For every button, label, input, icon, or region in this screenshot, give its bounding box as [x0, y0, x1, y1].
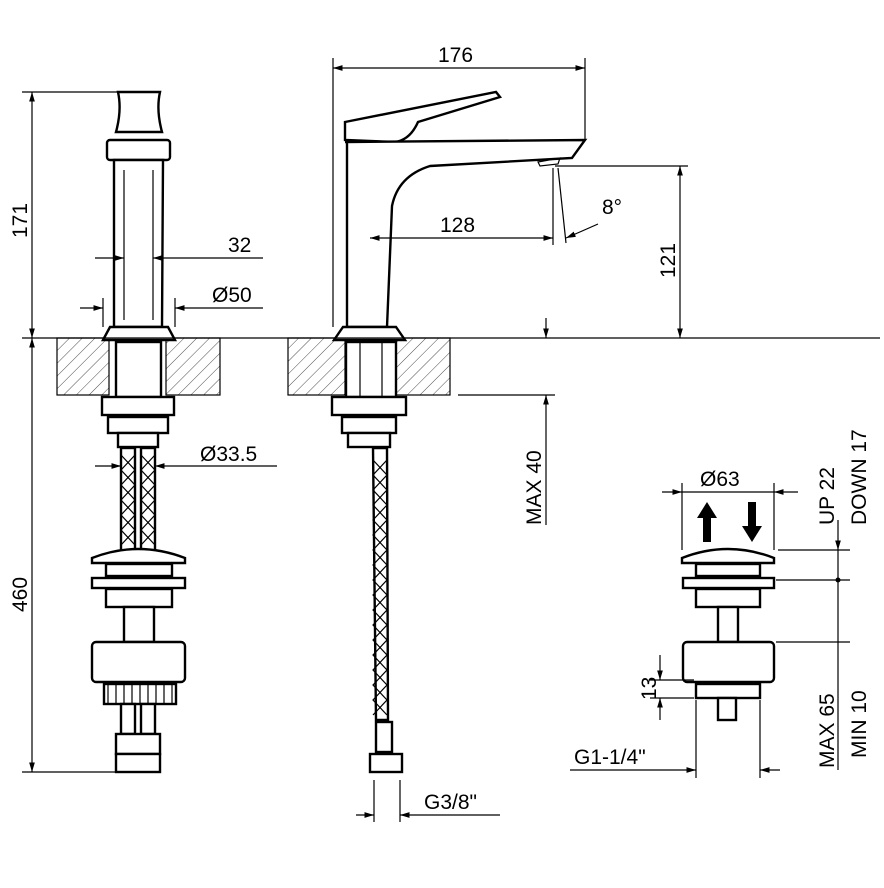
front-shank	[114, 340, 163, 399]
dim-drain-head-diameter: Ø63	[700, 468, 740, 491]
side-lever	[343, 90, 503, 144]
front-fitting	[116, 431, 160, 449]
dim-flange-height: 13	[638, 677, 661, 700]
dim-down-travel: DOWN 17	[848, 429, 871, 525]
dimension-lines	[22, 58, 880, 822]
front-handle	[114, 90, 164, 134]
front-handle-collar	[105, 138, 172, 162]
dim-spout-reach: 128	[440, 214, 475, 237]
dim-up-travel: UP 22	[816, 467, 839, 525]
drain-cap	[680, 547, 776, 565]
dim-hose-thread: G3/8"	[424, 791, 477, 814]
drain-flange	[681, 640, 776, 684]
front-drain-cap	[90, 547, 187, 565]
arrow-up-icon	[697, 502, 717, 542]
side-shank	[344, 340, 398, 399]
side-view	[287, 90, 588, 774]
dim-overall-length: 176	[438, 44, 473, 67]
front-washer	[106, 415, 170, 435]
countertop-left-a	[56, 337, 110, 396]
arrow-down-icon	[742, 502, 762, 542]
dim-total-height: 171	[9, 203, 32, 238]
dim-max-thickness: MAX 65	[816, 693, 839, 768]
side-hose	[371, 446, 390, 722]
front-drain-flange	[90, 640, 187, 684]
countertop-mid-a	[287, 337, 346, 396]
dim-spout-angle: 8°	[602, 196, 622, 219]
dim-spout-height: 121	[657, 243, 680, 278]
dim-base-diameter: Ø50	[212, 284, 252, 307]
front-base	[100, 325, 178, 342]
front-hoses	[119, 446, 157, 555]
dim-min-thickness: MIN 10	[848, 690, 871, 758]
side-base	[331, 325, 408, 342]
dim-hose-length: 460	[9, 577, 32, 612]
countertop-mid-b	[395, 337, 451, 396]
countertop-left-b	[165, 337, 221, 396]
front-view	[56, 90, 221, 774]
dim-max-deck: MAX 40	[523, 450, 546, 525]
front-nut	[100, 395, 176, 417]
drain-detail	[680, 547, 776, 722]
dim-body-width: 32	[228, 234, 251, 257]
dim-hose-diameter: Ø33.5	[200, 443, 257, 466]
front-body	[112, 158, 165, 329]
dim-drain-thread: G1-1/4"	[574, 746, 646, 769]
